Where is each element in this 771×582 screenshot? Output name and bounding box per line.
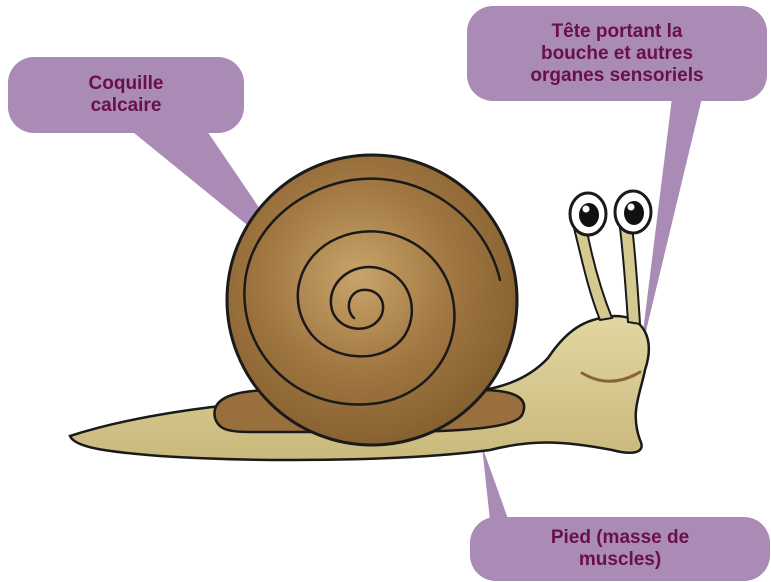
- head-label: Tête portant la bouche et autres organes…: [467, 6, 767, 101]
- right-eye-stalk: [620, 226, 640, 324]
- left-eye-stalk: [574, 226, 612, 320]
- head-callout-pointer: [640, 98, 702, 356]
- shell-label-text: Coquille calcaire: [89, 73, 164, 117]
- foot-label: Pied (masse de muscles): [470, 517, 770, 581]
- snail-shell: [227, 155, 517, 445]
- head-label-text: Tête portant la bouche et autres organes…: [530, 21, 703, 87]
- right-eye: [615, 191, 651, 233]
- foot-label-text: Pied (masse de muscles): [551, 527, 689, 571]
- left-eye: [570, 193, 606, 235]
- shell-label: Coquille calcaire: [8, 57, 244, 133]
